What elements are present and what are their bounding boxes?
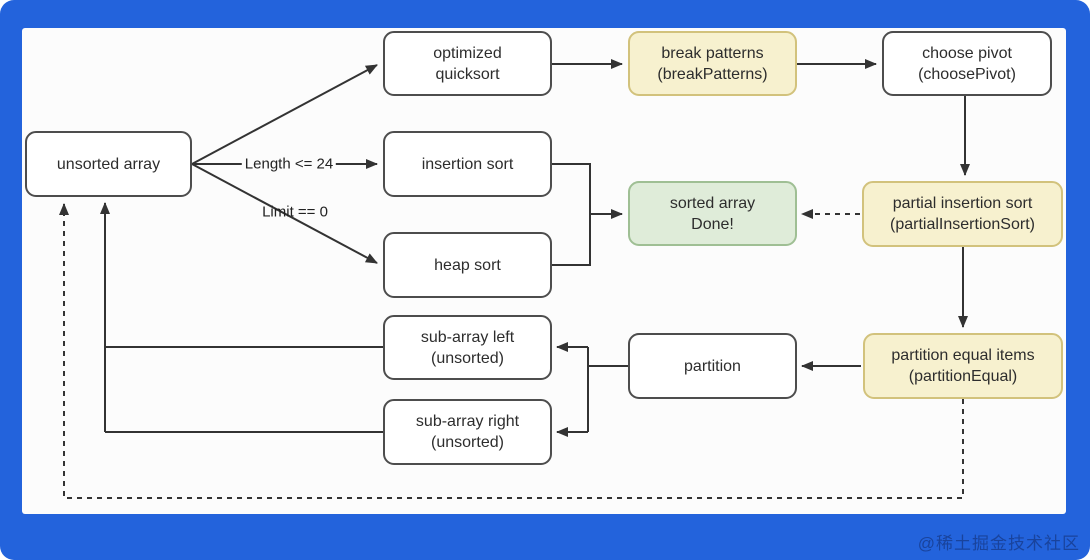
node-unsorted-array: unsorted array [25, 131, 192, 197]
edge-unsorted-to-heap [191, 163, 378, 264]
edge-partitionequal-loop-dashed [59, 203, 964, 499]
node-label: partition equal items [891, 347, 1035, 364]
node-label: choose pivot [922, 44, 1012, 62]
node-label: (partialInsertionSort) [890, 216, 1035, 233]
node-label: Done! [691, 215, 734, 233]
connector-layer [59, 59, 970, 499]
node-break-patterns: break patterns (breakPatterns) [628, 31, 797, 96]
node-sub-array-left: sub-array left (unsorted) [383, 315, 552, 380]
node-label: partition [684, 357, 741, 375]
edge-unsorted-to-optimized [191, 64, 378, 165]
node-label: sorted array [669, 194, 756, 212]
node-label: insertion sort [421, 155, 514, 173]
edge-label-length-condition: Length <= 24 [241, 155, 337, 173]
edge-bracket-insertion-heap [552, 163, 591, 266]
node-label: unsorted array [56, 155, 161, 173]
node-label: (breakPatterns) [657, 65, 768, 83]
node-partial-insertion-sort: partial insertion sort (partialInsertion… [862, 181, 1063, 247]
node-partition-equal-items: partition equal items (partitionEqual) [863, 333, 1063, 399]
node-label: heap sort [434, 256, 501, 274]
node-label: (unsorted) [431, 349, 504, 367]
node-heap-sort: heap sort [383, 232, 552, 298]
node-choose-pivot: choose pivot (choosePivot) [882, 31, 1052, 96]
watermark: @稀土掘金技术社区 [917, 534, 1080, 553]
edge-partition-bracket [587, 347, 628, 432]
node-label: sub-array right [415, 413, 520, 430]
edge-label-limit-condition: Limit == 0 [262, 203, 328, 221]
node-label: sub-array left [420, 328, 515, 346]
node-partition: partition [628, 333, 797, 399]
node-label: break patterns [661, 44, 764, 62]
flowchart-panel: unsorted array optimized quicksort inser… [22, 28, 1066, 514]
node-label: (partitionEqual) [908, 368, 1018, 385]
node-label: partial insertion sort [892, 195, 1033, 212]
node-sub-array-right: sub-array right (unsorted) [383, 399, 552, 465]
node-label: (choosePivot) [918, 65, 1016, 83]
node-optimized-quicksort: optimized quicksort [383, 31, 552, 96]
node-label: quicksort [435, 65, 500, 83]
node-insertion-sort: insertion sort [383, 131, 552, 197]
node-label: optimized [433, 44, 502, 62]
node-sorted-array: sorted array Done! [628, 181, 797, 246]
node-label: (unsorted) [431, 434, 504, 451]
